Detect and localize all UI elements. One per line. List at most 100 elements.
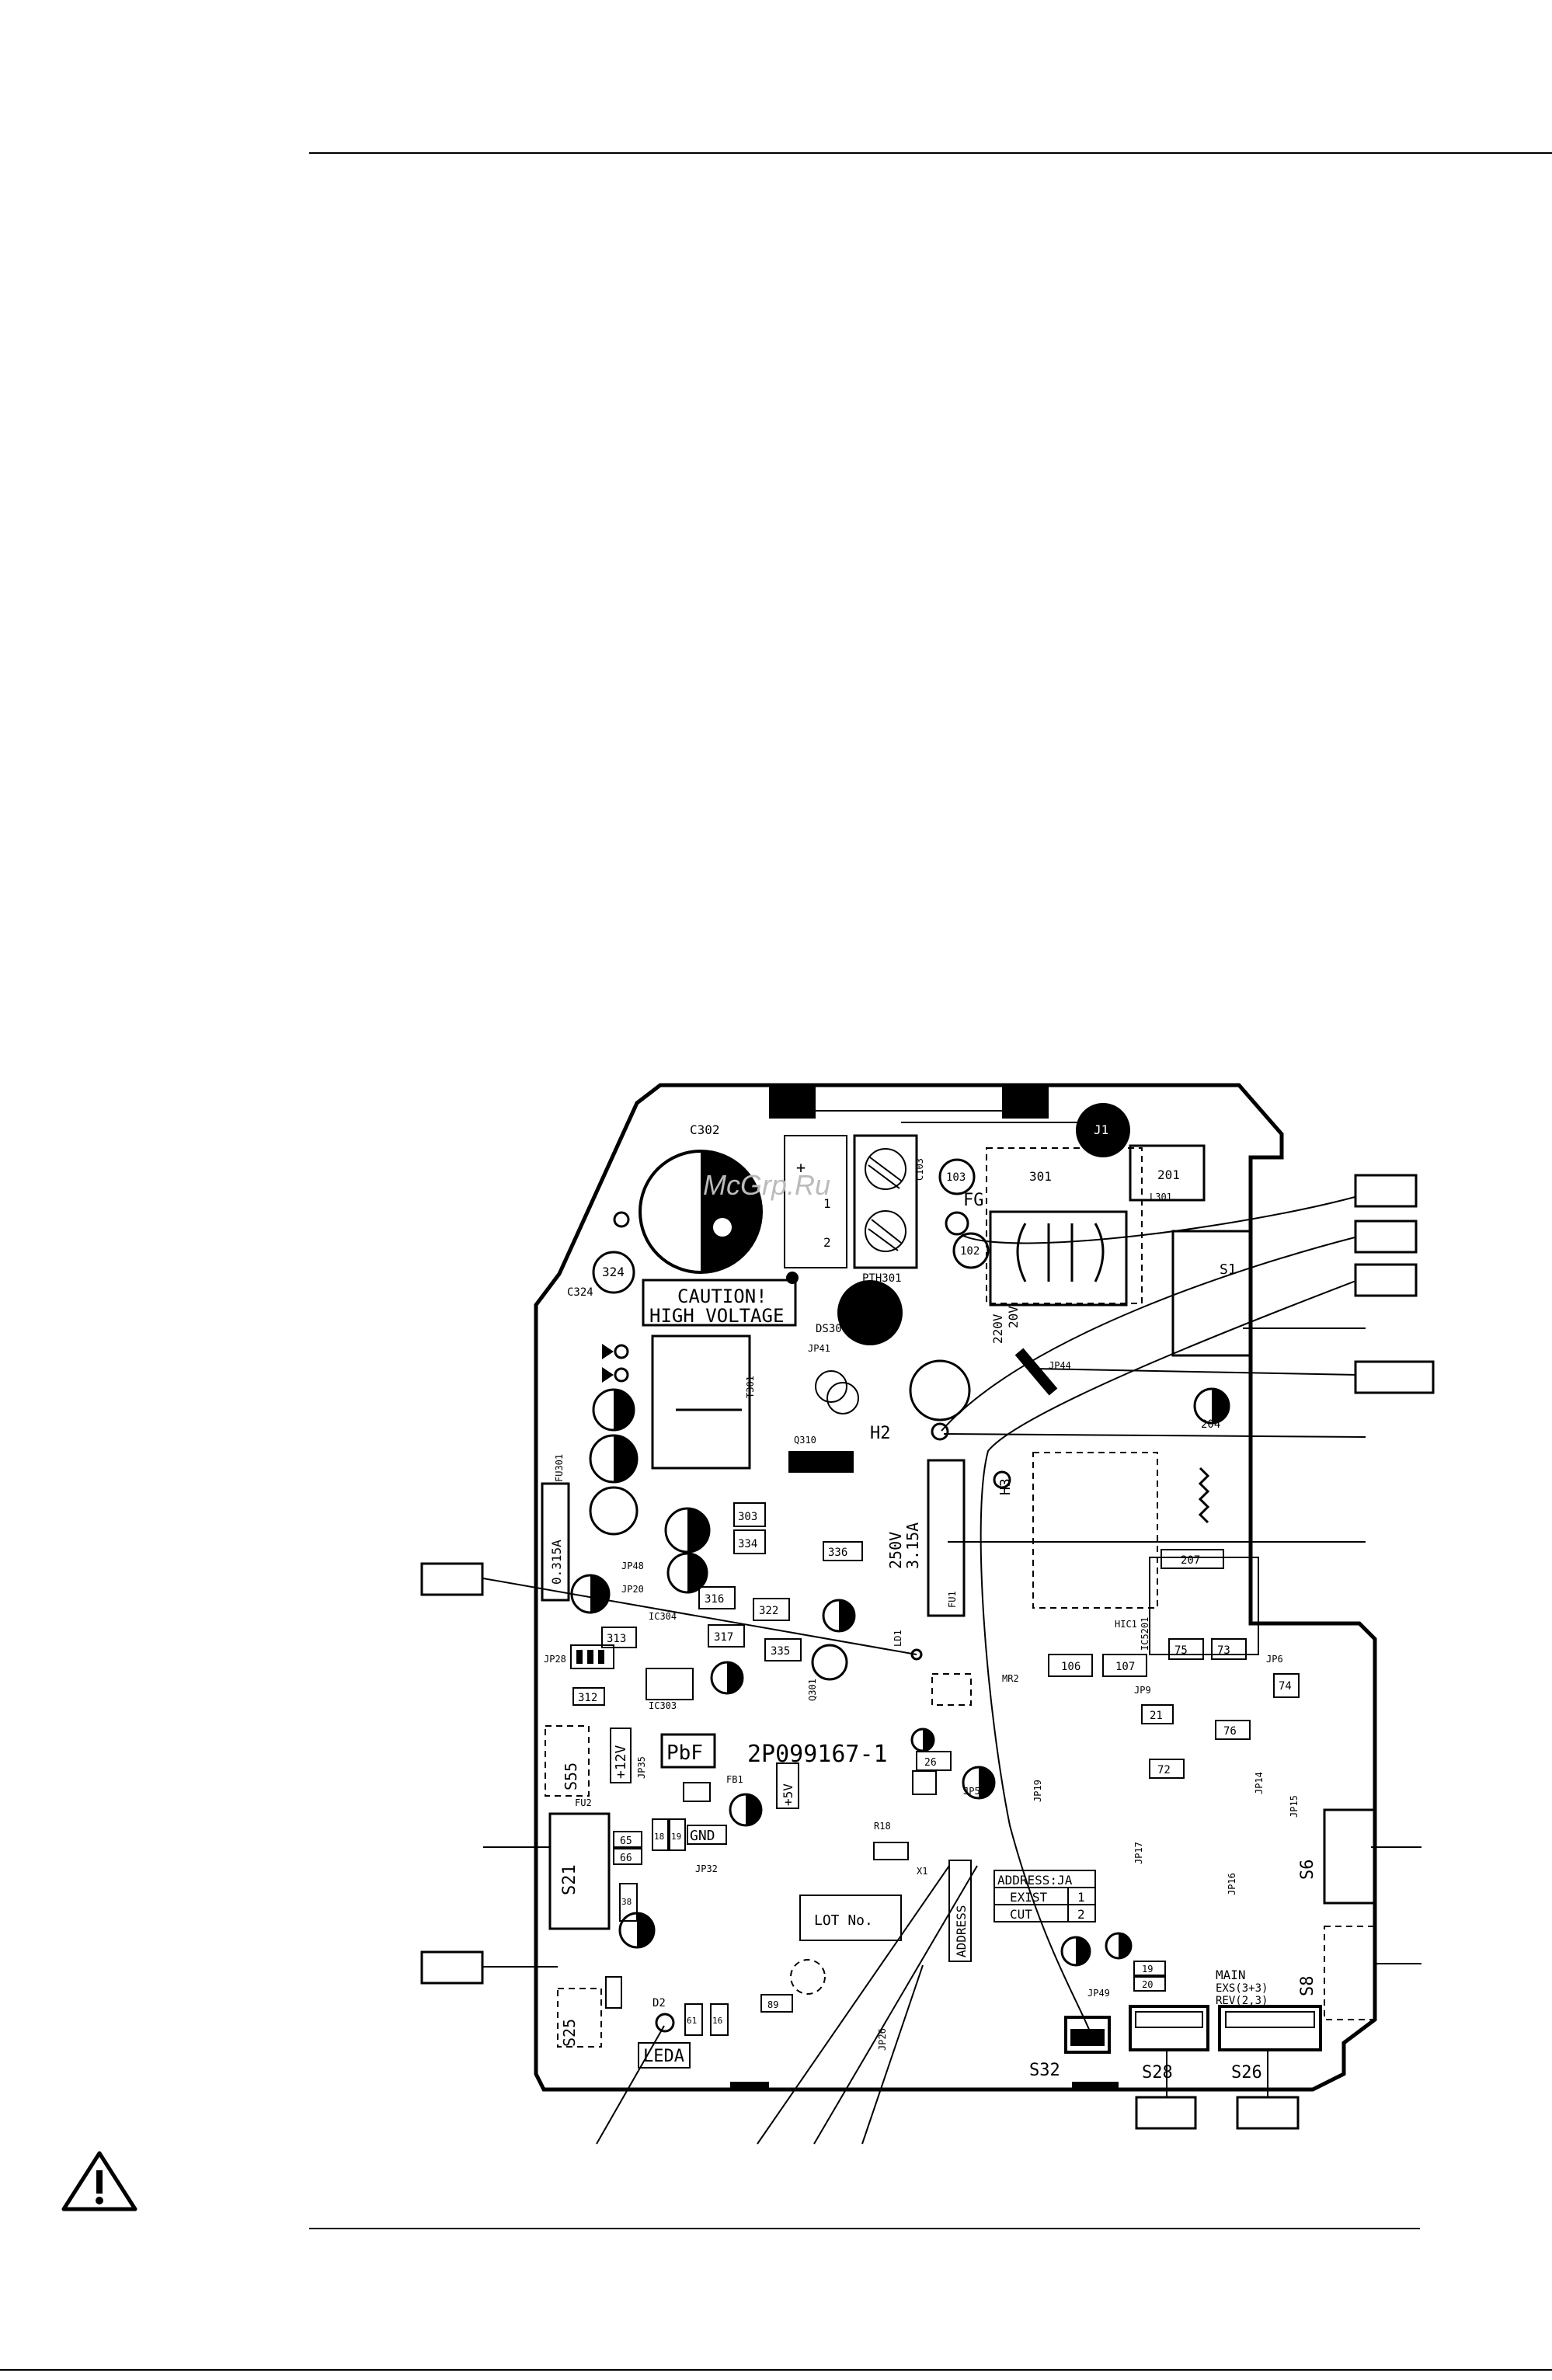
capacitor-small-dark	[786, 1272, 799, 1284]
c103-label: C103	[914, 1158, 925, 1181]
part-201	[1129, 1144, 1206, 1202]
cap-left-3	[589, 1486, 639, 1536]
v201: 201	[1157, 1167, 1180, 1182]
mr2-label: MR2	[1002, 1673, 1019, 1684]
h2-terminal	[931, 1422, 949, 1441]
main-ex: EXS(3+3)	[1216, 1982, 1268, 1995]
address-vertical: ADDRESS	[954, 1905, 969, 1957]
ld1-label: LD1	[893, 1630, 903, 1647]
jp26-label: JP26	[877, 2028, 888, 2051]
c302-label: C302	[690, 1122, 720, 1137]
ld1-hole	[910, 1648, 923, 1661]
jp19-label: JP19	[1032, 1780, 1043, 1802]
x1-box	[873, 1842, 909, 1860]
h2-label: H2	[870, 1424, 891, 1443]
s25-label: S25	[560, 2019, 579, 2047]
hic1-label: HIC1	[1115, 1619, 1137, 1630]
capacitor-black-2	[837, 1280, 903, 1345]
jp28-label: JP28	[544, 1654, 566, 1665]
c324-value: 324	[602, 1265, 625, 1279]
callout-box-6	[420, 1950, 484, 1985]
fb1-box	[683, 1782, 711, 1802]
caution-line2: HIGH VOLTAGE	[649, 1305, 784, 1327]
v316: 316	[705, 1593, 724, 1606]
caution-line1: CAUTION!	[677, 1286, 767, 1307]
v336: 336	[828, 1547, 847, 1559]
warning-triangle-icon	[61, 2150, 138, 2216]
v204: 204	[1201, 1418, 1220, 1431]
connector-s32	[1064, 2016, 1111, 2054]
v20-label: 20V	[1006, 1306, 1021, 1328]
v303: 303	[738, 1511, 757, 1523]
v16: 16	[712, 2016, 722, 2026]
callout-box-7	[1135, 2096, 1197, 2130]
lot-label: LOT No.	[814, 1912, 873, 1929]
v65: 65	[620, 1835, 632, 1847]
svg-text:2: 2	[823, 1235, 831, 1250]
r18-label: R18	[874, 1821, 891, 1832]
v20b: 20	[1142, 1979, 1153, 1990]
ic201-label: IC5201	[1140, 1617, 1150, 1651]
jp16-label: JP16	[1227, 1873, 1237, 1895]
jp20-label: JP20	[621, 1584, 644, 1595]
gnd-box	[687, 1825, 727, 1845]
transformer-301-area	[986, 1147, 1143, 1304]
callout-box-1	[1354, 1174, 1418, 1208]
s21-label: S21	[560, 1864, 579, 1895]
c324-cap	[592, 1251, 635, 1294]
connector-s55	[545, 1725, 590, 1797]
h3-terminal	[993, 1470, 1011, 1489]
pbf-label: PbF	[666, 1742, 703, 1765]
q310-device	[788, 1451, 854, 1473]
v72: 72	[1157, 1764, 1171, 1776]
v317: 317	[714, 1631, 733, 1644]
jp49-label: JP49	[1087, 1988, 1110, 1999]
connector-s21	[548, 1812, 611, 1930]
jp17-label: JP17	[1133, 1842, 1144, 1864]
transformer-t301	[651, 1334, 751, 1470]
main-rev: REV(2,3)	[1216, 1995, 1268, 2007]
pbf-box	[660, 1733, 716, 1769]
caution-box	[642, 1279, 797, 1327]
s6-label: S6	[1298, 1860, 1317, 1881]
callout-box-3	[1354, 1263, 1418, 1297]
hic1-area	[1032, 1452, 1158, 1609]
v74: 74	[1279, 1680, 1292, 1693]
callout-box-8	[1236, 2096, 1300, 2130]
jp52-label: JP52	[963, 1786, 986, 1797]
q310-label: Q310	[794, 1435, 816, 1446]
connector-s28	[1129, 2005, 1209, 2051]
v38: 38	[621, 1897, 632, 1907]
j1-label: J1	[1094, 1122, 1108, 1137]
jp48-label: JP48	[621, 1561, 644, 1571]
svg-text:+: +	[796, 1158, 806, 1177]
connector-s8	[1324, 1926, 1375, 2020]
fuse-fu1	[927, 1459, 966, 1617]
v102: 102	[960, 1245, 980, 1258]
fuse-rating-2: 250V	[886, 1532, 905, 1569]
fu1-label: FU1	[947, 1591, 958, 1608]
jp15-label: JP15	[1289, 1795, 1300, 1818]
svg-text:1: 1	[823, 1196, 831, 1211]
cap-103	[938, 1158, 976, 1195]
t301-label: T301	[745, 1376, 756, 1398]
leda-box	[638, 2042, 691, 2069]
address-row1-value: 1	[1077, 1890, 1085, 1905]
v73: 73	[1217, 1644, 1230, 1657]
jp9-label: JP9	[1134, 1685, 1151, 1696]
v313: 313	[607, 1633, 626, 1645]
fg-label: FG	[963, 1191, 984, 1210]
leader-lines	[482, 1195, 1374, 2145]
connector-s1	[1171, 1230, 1252, 1357]
jp6-label: JP6	[1266, 1654, 1283, 1665]
v12-box	[610, 1728, 632, 1783]
part-number: 2P099167-1	[747, 1741, 888, 1768]
jp41-label: JP41	[808, 1343, 830, 1354]
ic303-label: IC303	[649, 1700, 677, 1711]
q301-label: Q301	[807, 1679, 818, 1701]
v207: 207	[1181, 1554, 1200, 1567]
connector-s26	[1218, 2005, 1322, 2051]
v19: 19	[671, 1832, 681, 1842]
x1-label: X1	[917, 1866, 927, 1877]
fu2-label: FU2	[575, 1797, 592, 1808]
